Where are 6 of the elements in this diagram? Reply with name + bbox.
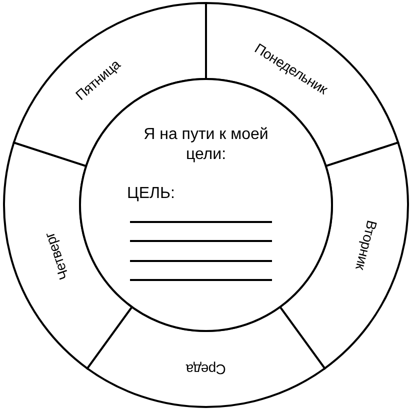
goal-label: ЦЕЛЬ: <box>127 184 176 204</box>
ring-segment <box>85 305 327 409</box>
day-label: Вторник <box>352 218 380 272</box>
day-label: Среда <box>186 362 226 376</box>
day-label: Четверг <box>42 230 72 282</box>
goal-heading: Я на пути к моей цели: <box>142 125 270 165</box>
